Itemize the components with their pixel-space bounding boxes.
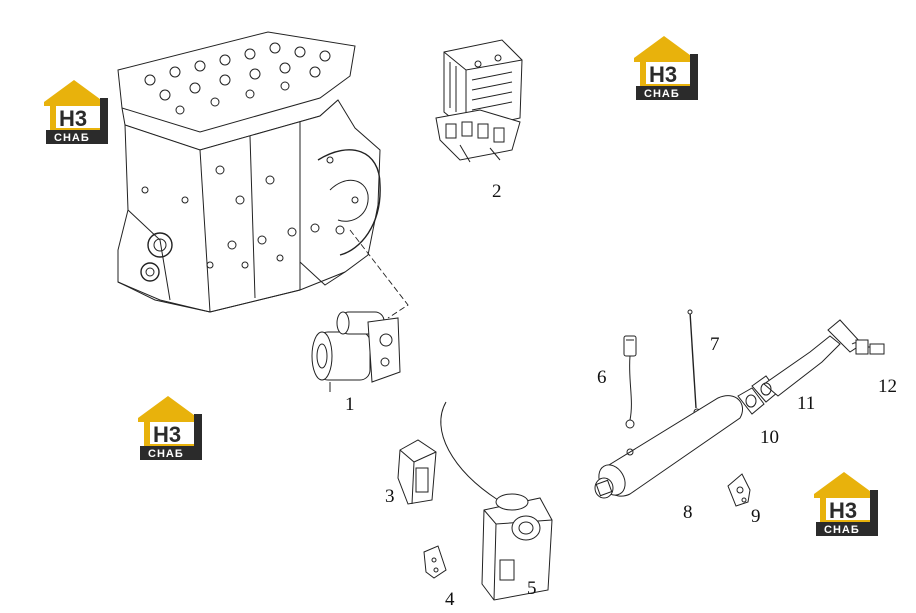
logo-mark: H3 bbox=[649, 62, 677, 87]
logo-mark: H3 bbox=[59, 106, 87, 131]
sensor-6-drawing bbox=[623, 335, 637, 429]
exhaust-pipe-11-drawing bbox=[751, 319, 863, 403]
starter-motor-drawing bbox=[311, 311, 401, 392]
part-label-6: 6 bbox=[597, 367, 607, 388]
muffler-drawing bbox=[594, 395, 743, 499]
part-4-drawing bbox=[423, 545, 447, 579]
part-label-5: 5 bbox=[527, 578, 537, 599]
tank-drawing bbox=[440, 401, 553, 601]
bracket-9-drawing bbox=[727, 473, 751, 507]
part-label-9: 9 bbox=[751, 506, 761, 527]
part-label-8: 8 bbox=[683, 502, 693, 523]
part-label-4: 4 bbox=[445, 589, 455, 610]
part-label-11: 11 bbox=[797, 393, 815, 414]
engine-block-drawing bbox=[117, 31, 381, 313]
gasket-10-drawing bbox=[737, 387, 765, 415]
part-label-3: 3 bbox=[385, 486, 395, 507]
brand-logo-1: H3 CHAБ bbox=[44, 80, 108, 144]
starter-leader-line bbox=[349, 229, 409, 319]
part-label-2: 2 bbox=[492, 181, 502, 202]
logo-mark: H3 bbox=[153, 422, 181, 447]
part-label-1: 1 bbox=[345, 394, 355, 415]
ecu-module-drawing bbox=[435, 39, 523, 163]
brand-logo-3: H3 CHAБ bbox=[138, 396, 202, 460]
sensor-12-drawing bbox=[851, 339, 885, 355]
part-label-12: 12 bbox=[878, 376, 897, 397]
logo-brand: CHAБ bbox=[644, 88, 680, 100]
probe-7-drawing bbox=[687, 309, 701, 416]
part-label-10: 10 bbox=[760, 427, 779, 448]
brand-logo-2: H3 CHAБ bbox=[634, 36, 698, 100]
part-3-drawing bbox=[397, 439, 437, 505]
part-label-7: 7 bbox=[710, 334, 720, 355]
logo-brand: CHAБ bbox=[824, 524, 860, 536]
logo-mark: H3 bbox=[829, 498, 857, 523]
logo-brand: CHAБ bbox=[54, 132, 90, 144]
brand-logo-4: H3 CHAБ bbox=[814, 472, 878, 536]
logo-brand: CHAБ bbox=[148, 448, 184, 460]
